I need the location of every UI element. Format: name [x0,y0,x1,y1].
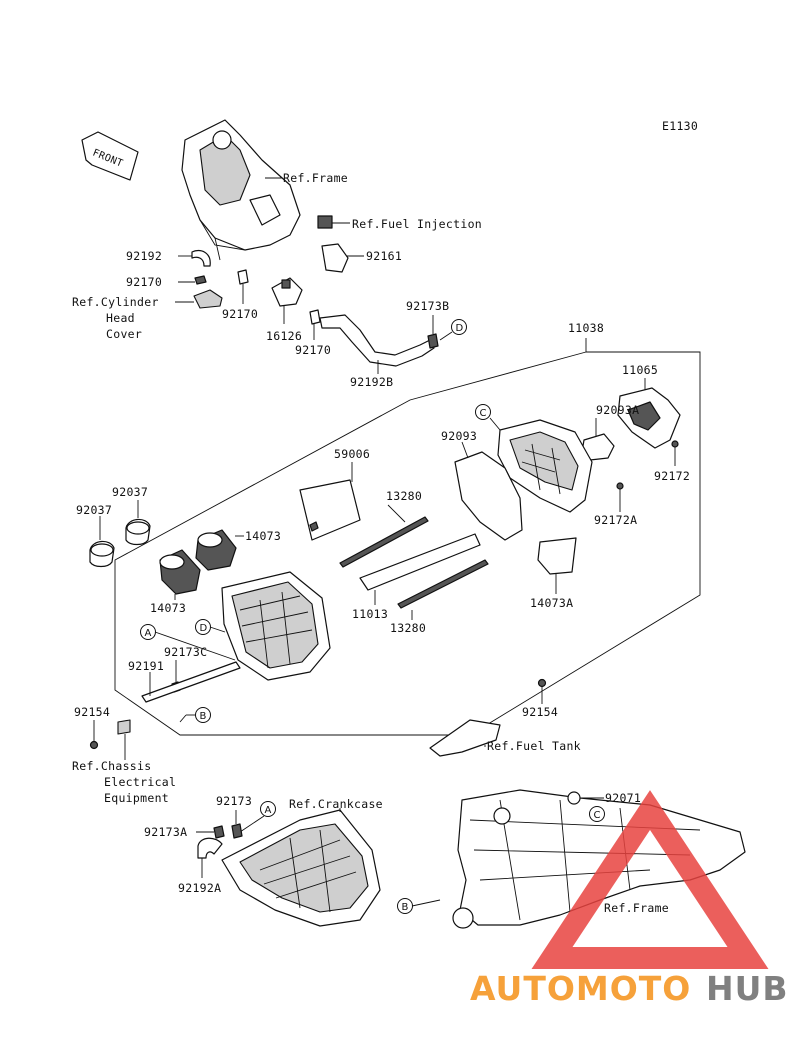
part-92192b-label: 92192B [350,375,393,389]
callout-a-mid: A [145,628,152,639]
part-92170-a-label: 92170 [126,275,162,289]
callout-c-upper: C [480,408,487,419]
part-11013-label: 11013 [352,607,388,621]
ref-chassis-label-1: Ref.Chassis [72,759,151,773]
frame-main-part [452,789,746,929]
callout-b-mid: B [200,711,207,722]
diagram-code: E1130 [662,119,698,133]
callout-b-lower: B [402,902,409,913]
air-cleaner-housing-upper [497,419,593,513]
ref-fuel-injection-label: Ref.Fuel Injection [352,217,482,231]
crankcase-part [221,809,381,927]
part-92192a-label: 92192A [178,881,221,895]
part-92154-a-label: 92154 [74,705,110,719]
part-11065-cover [617,387,681,449]
ref-chassis-label-2: Electrical [104,775,176,789]
ref-frame-bottom-label: Ref.Frame [604,901,669,915]
part-13280-b-label: 13280 [390,621,426,635]
callout-a-lower: A [265,805,272,816]
part-92172a-label: 92172A [594,513,637,527]
part-11038-label: 11038 [568,321,604,335]
part-14073a-label: 14073A [530,596,573,610]
watermark-brand-a: AUTOMOTO [470,969,691,1008]
part-92172-label: 92172 [654,469,690,483]
part-92191-label: 92191 [128,659,164,673]
part-11065-label: 11065 [622,363,658,377]
ref-crankcase-label: Ref.Crankcase [289,797,383,811]
ref-chassis-label-3: Equipment [104,791,169,805]
ref-cylinder-label-3: Cover [106,327,142,341]
part-92170-b-label: 92170 [222,307,258,321]
watermark-brand-b: HUB [706,969,789,1008]
part-92192-label: 92192 [126,249,162,263]
ref-fuel-tank-label: Ref.Fuel Tank [487,739,581,753]
part-92173c-label: 92173C [164,645,207,659]
part-14073-a-label: 14073 [245,529,281,543]
part-92173-label: 92173 [216,794,252,808]
part-92037-b-label: 92037 [76,503,112,517]
frame-top-part [181,119,301,261]
part-92161-label: 92161 [366,249,402,263]
part-92093-label: 92093 [441,429,477,443]
air-box-lower [221,571,331,681]
part-16126-label: 16126 [266,329,302,343]
part-92093a-label: 92093A [596,403,639,417]
front-arrow-icon: FRONT [81,131,139,181]
ref-cylinder-label-1: Ref.Cylinder [72,295,159,309]
callout-c-lower: C [594,810,601,821]
part-14073-b-label: 14073 [150,601,186,615]
part-92170-c-label: 92170 [295,343,331,357]
part-92037-a-label: 92037 [112,485,148,499]
part-13280-a-label: 13280 [386,489,422,503]
ref-frame-top-label: Ref.Frame [283,171,348,185]
part-92173b-label: 92173B [406,299,449,313]
callout-d-mid: D [200,623,208,634]
part-59006-label: 59006 [334,447,370,461]
part-92154-b-label: 92154 [522,705,558,719]
part-92173a-label: 92173A [144,825,187,839]
part-92071-label: 92071 [605,791,641,805]
sensor-part [317,215,349,273]
automotohub-watermark-logo: AUTOMOTO HUB [470,790,789,1008]
ref-cylinder-label-2: Head [106,311,135,325]
callout-d-top: D [456,323,464,334]
